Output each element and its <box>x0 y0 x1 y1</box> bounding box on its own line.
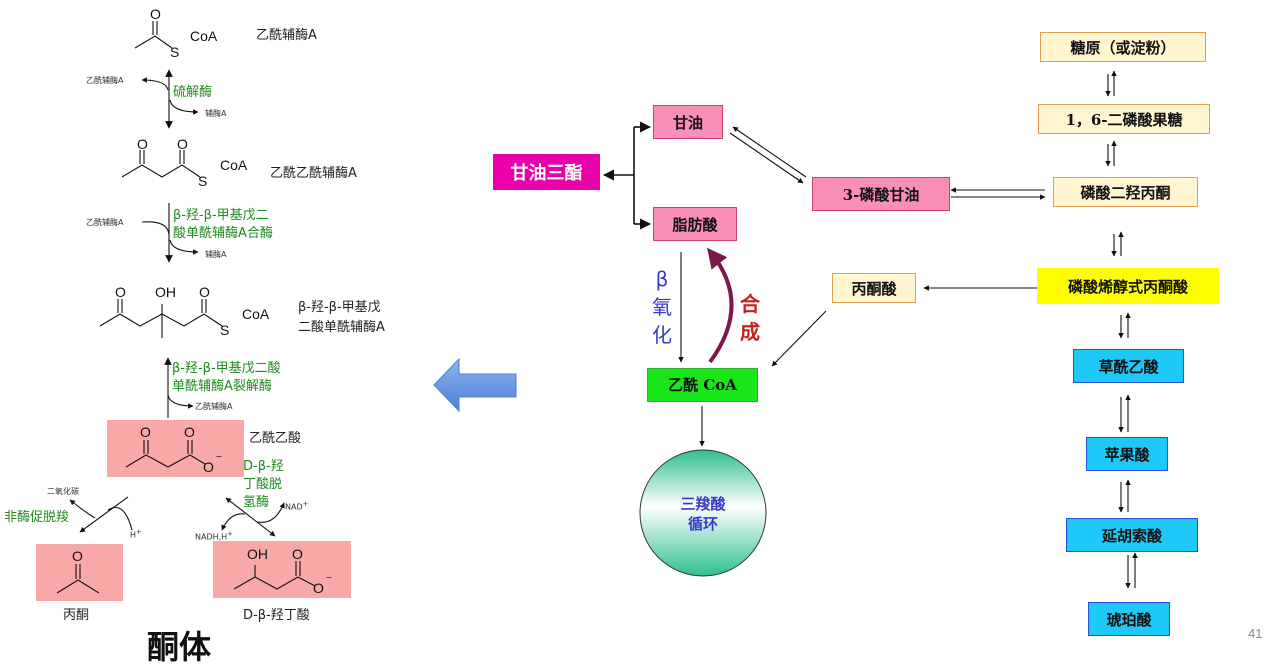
bdh-line2: 丁酸脱 <box>243 477 283 492</box>
atom-o: O <box>140 424 151 440</box>
atom-oh: OH <box>247 546 268 562</box>
node-pyruvate: 丙酮酸 <box>832 273 916 303</box>
node-glycerol-3-phosphate: 3-磷酸甘油 <box>812 177 950 211</box>
cheng-char: 成 <box>740 320 760 344</box>
atom-o-minus: O <box>203 459 214 475</box>
step3-output: 乙酰辅酶A <box>195 402 233 411</box>
charge-minus: − <box>326 573 332 584</box>
acetyl-coa-bond <box>134 35 173 49</box>
bdh-line3: 氢酶 <box>243 495 270 510</box>
nad-plus: NAD+ <box>285 500 309 512</box>
synthesis-arrow-icon <box>707 247 734 364</box>
he-char: 合 <box>740 292 760 316</box>
acetyl-coa-name: 乙酰辅酶A <box>256 28 317 43</box>
node-fructose-bisphosphate: 1，6-二磷酸果糖 <box>1038 104 1210 134</box>
atom-o: O <box>199 284 210 300</box>
atom-oh: OH <box>155 284 176 300</box>
acetoacetate-name: 乙酰乙酸 <box>249 431 302 446</box>
node-succinate: 琥珀酸 <box>1088 602 1170 636</box>
nonenzymatic-decarboxylation: 非酶促脱羧 <box>4 510 70 525</box>
step2-input: 乙酰辅酶A <box>86 218 124 227</box>
node-oxaloacetate: 草酰乙酸 <box>1073 349 1184 383</box>
tca-line2: 循环 <box>687 515 718 533</box>
acetoacetate-highlight <box>107 420 244 477</box>
tca-cycle-label: 三羧酸 循环 <box>668 494 738 534</box>
oxi-char: 氧 <box>652 295 672 319</box>
atom-o: O <box>177 136 188 152</box>
node-dhap: 磷酸二羟丙酮 <box>1053 177 1198 207</box>
atom-o-minus: O <box>313 580 324 596</box>
node-fumarate: 延胡索酸 <box>1066 518 1198 552</box>
back-arrow-icon <box>433 357 517 413</box>
atom-s: S <box>170 44 180 60</box>
hmg-coa-synthase-line1: β-羟-β-甲基戊二 <box>173 208 269 223</box>
atom-o: O <box>150 6 161 22</box>
step1-output: 辅酶A <box>205 109 227 118</box>
h-plus: H+ <box>130 528 142 540</box>
tca-cycle-circle <box>639 449 767 577</box>
hmg-coa-lyase-line2: 单酰辅酶A裂解酶 <box>172 379 272 394</box>
hydroxybutyrate-highlight <box>213 541 351 598</box>
atom-o: O <box>137 136 148 152</box>
atom-s: S <box>198 173 208 189</box>
acetoacetyl-coa-group: CoA <box>220 157 248 173</box>
atom-s: S <box>220 322 230 338</box>
node-glycerol: 甘油 <box>653 105 723 139</box>
node-pep: 磷酸烯醇式丙酮酸 <box>1037 268 1219 304</box>
atom-o: O <box>72 548 83 564</box>
thiolase-enzyme: 硫解酶 <box>173 85 213 100</box>
beta-char: β <box>655 267 669 291</box>
atom-o: O <box>115 284 126 300</box>
hmg-coa-synthase-line2: 酸单酰辅酶A合酶 <box>173 226 273 241</box>
step1-input: 乙酰辅酶A <box>86 76 124 85</box>
atom-o: O <box>292 546 303 562</box>
node-glycogen: 糖原（或淀粉） <box>1040 32 1206 62</box>
synthesis-label: 合 成 <box>740 290 760 346</box>
hmg-coa-name-line1: β-羟-β-甲基戊 <box>298 300 381 315</box>
node-malate: 苹果酸 <box>1086 437 1168 471</box>
co2-label: 二氧化碳 <box>47 487 79 496</box>
atom-o: O <box>184 424 195 440</box>
hydroxybutyrate-name: D-β-羟丁酸 <box>243 608 310 623</box>
acetoacetyl-coa-name: 乙酰乙酰辅酶A <box>270 166 357 181</box>
acetyl-coa-group: CoA <box>190 28 218 44</box>
hmg-coa-lyase-line1: β-羟-β-甲基戊二酸 <box>172 361 281 376</box>
node-acetyl-coa: 乙酰 CoA <box>647 368 758 402</box>
hmg-coa-group: CoA <box>242 306 270 322</box>
charge-minus: − <box>216 452 222 463</box>
node-fatty-acid: 脂肪酸 <box>653 207 737 241</box>
beta-oxidation-label: β 氧 化 <box>651 265 673 349</box>
ketone-bodies-title: 酮体 <box>147 628 212 666</box>
hmg-coa-name-line2: 二酸单酰辅酶A <box>298 320 385 335</box>
bdh-line1: D-β-羟 <box>243 459 284 474</box>
page-number: 41 <box>1248 626 1263 641</box>
acetone-name: 丙酮 <box>63 608 90 623</box>
tca-line1: 三羧酸 <box>680 495 726 513</box>
step2-output: 辅酶A <box>205 250 227 259</box>
node-triglyceride: 甘油三酯 <box>493 154 600 190</box>
nadh-h: NADH,H+ <box>195 530 233 542</box>
hua-char: 化 <box>652 323 672 347</box>
